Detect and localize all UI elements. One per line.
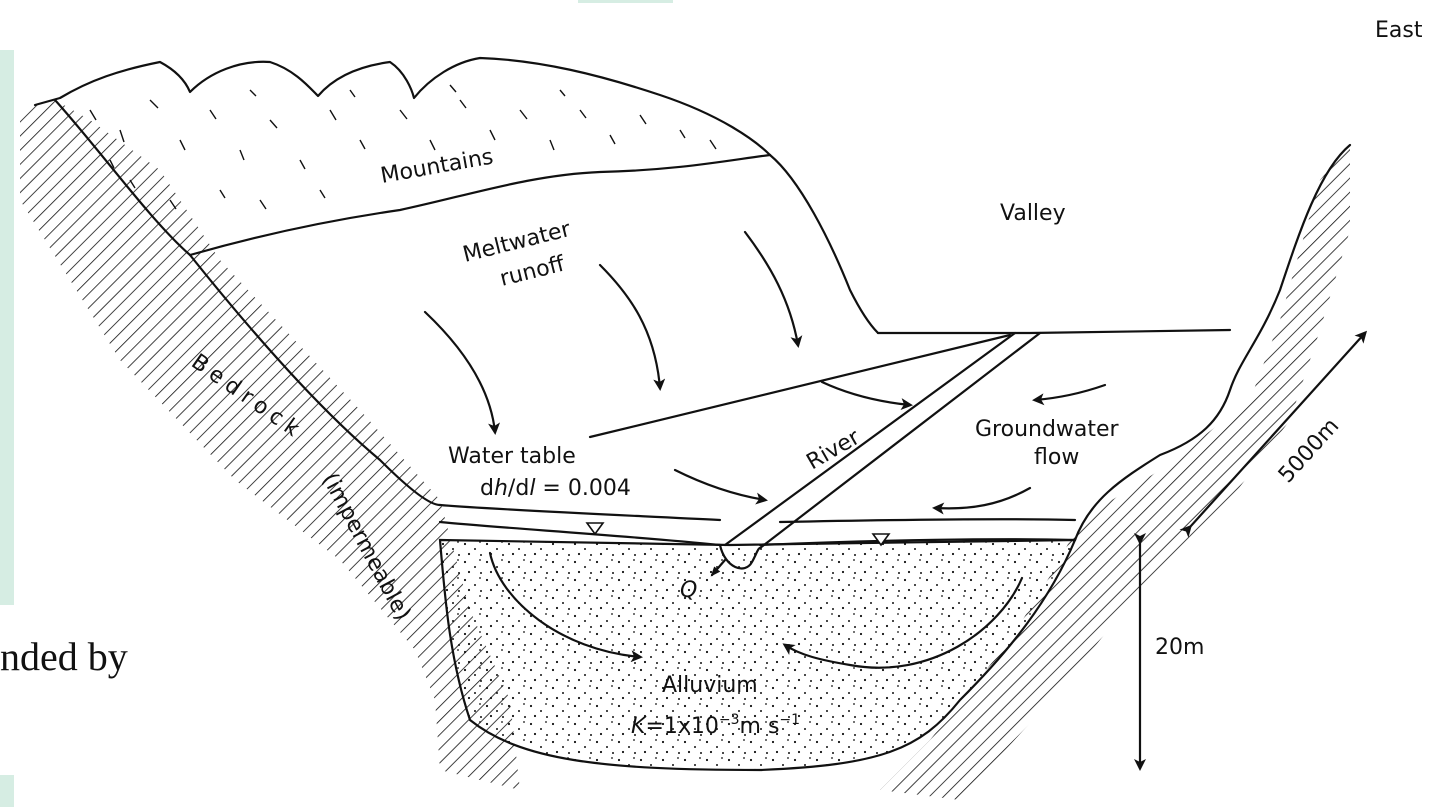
groundwater-arrow-2 [935,488,1030,508]
label-valley: Valley [1000,201,1066,226]
valley-slope [770,155,878,333]
label-flow: flow [1034,445,1079,470]
slide-accent-bottom [0,775,14,807]
surface-arrow-2 [822,382,910,405]
label-groundwater: Groundwater [975,417,1120,442]
corner-text-east: East [1375,18,1423,43]
mountain-texture [90,85,716,209]
label-q: Q [680,578,697,603]
label-runoff-text: runoff [497,252,567,292]
surface-arrow-1 [675,470,765,500]
partial-slide-text: nded by [0,634,128,679]
label-river: River [803,425,866,476]
label-hydraulic-conductivity: K=1x10−3m s−1 [631,712,800,739]
label-water-table: Water table [448,444,576,469]
meltwater-arrow-3 [745,232,798,345]
groundwater-arrow-1 [1035,385,1105,400]
slide-accent-left [0,50,14,605]
label-mountains: Mountains [379,145,496,189]
meltwater-arrow-2 [600,265,660,388]
label-gradient: dh/dl = 0.004 [480,476,631,501]
mountains-outline [35,58,770,155]
label-depth: 20m [1155,635,1204,660]
meltwater-arrow-1 [425,312,495,432]
slide-accent-top [578,0,673,3]
label-alluvium: Alluvium [662,673,758,698]
floor-front-edge [440,505,1075,522]
water-table-marker-left [587,523,603,534]
bedrock-hatch-left [20,100,520,790]
valley-floor-back [878,330,1230,333]
